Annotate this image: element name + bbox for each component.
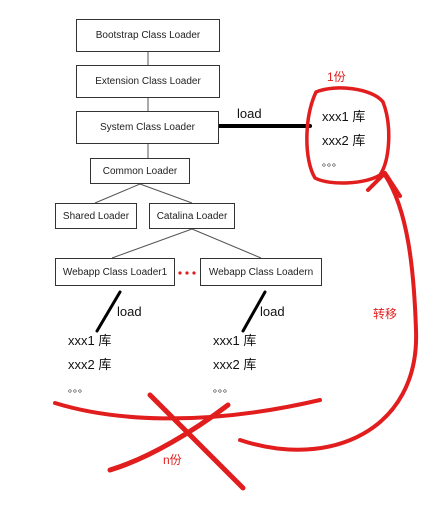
load-label-webappn: load	[260, 304, 285, 319]
shared-loader-box: Shared Loader	[55, 203, 137, 229]
webappn-lib-1: xxx1 库	[213, 333, 257, 348]
load-label-system: load	[237, 106, 262, 121]
webapp1-lib-1: xxx1 库	[68, 333, 112, 348]
system-lib-ellipsis: 。。。	[322, 158, 342, 169]
webapp-class-loadern-box: Webapp Class Loadern	[200, 258, 322, 286]
webappn-lib-ellipsis: 。。。	[213, 384, 233, 395]
transfer-arrow-curve	[238, 173, 419, 452]
system-lib-1: xxx1 库	[322, 109, 366, 124]
webapp1-lib-ellipsis: 。。。	[68, 384, 88, 395]
cross-stroke-a	[147, 392, 246, 491]
catalina-loader-box: Catalina Loader	[149, 203, 235, 229]
system-class-loader-box: System Class Loader	[76, 111, 219, 144]
cross-stroke-b	[107, 402, 231, 473]
webapp1-lib-2: xxx2 库	[68, 357, 112, 372]
one-copy-circle	[305, 86, 391, 185]
transfer-arrowhead	[366, 171, 402, 198]
n-copies-label: n份	[163, 453, 182, 467]
load-label-webapp1: load	[117, 304, 142, 319]
red-annotations	[53, 86, 419, 491]
bootstrap-class-loader-box: Bootstrap Class Loader	[76, 19, 220, 52]
common-loader-box: Common Loader	[90, 158, 190, 184]
hierarchy-connectors	[94, 52, 262, 259]
bottom-bracket	[53, 398, 322, 421]
webappn-lib-2: xxx2 库	[213, 357, 257, 372]
webapp-class-loader1-box: Webapp Class Loader1	[55, 258, 175, 286]
transfer-label: 转移	[373, 307, 398, 321]
one-copy-label: 1份	[327, 70, 346, 84]
extension-class-loader-box: Extension Class Loader	[76, 65, 220, 98]
webapp-dots	[178, 271, 196, 275]
system-lib-2: xxx2 库	[322, 133, 366, 148]
load-links	[95, 124, 312, 333]
